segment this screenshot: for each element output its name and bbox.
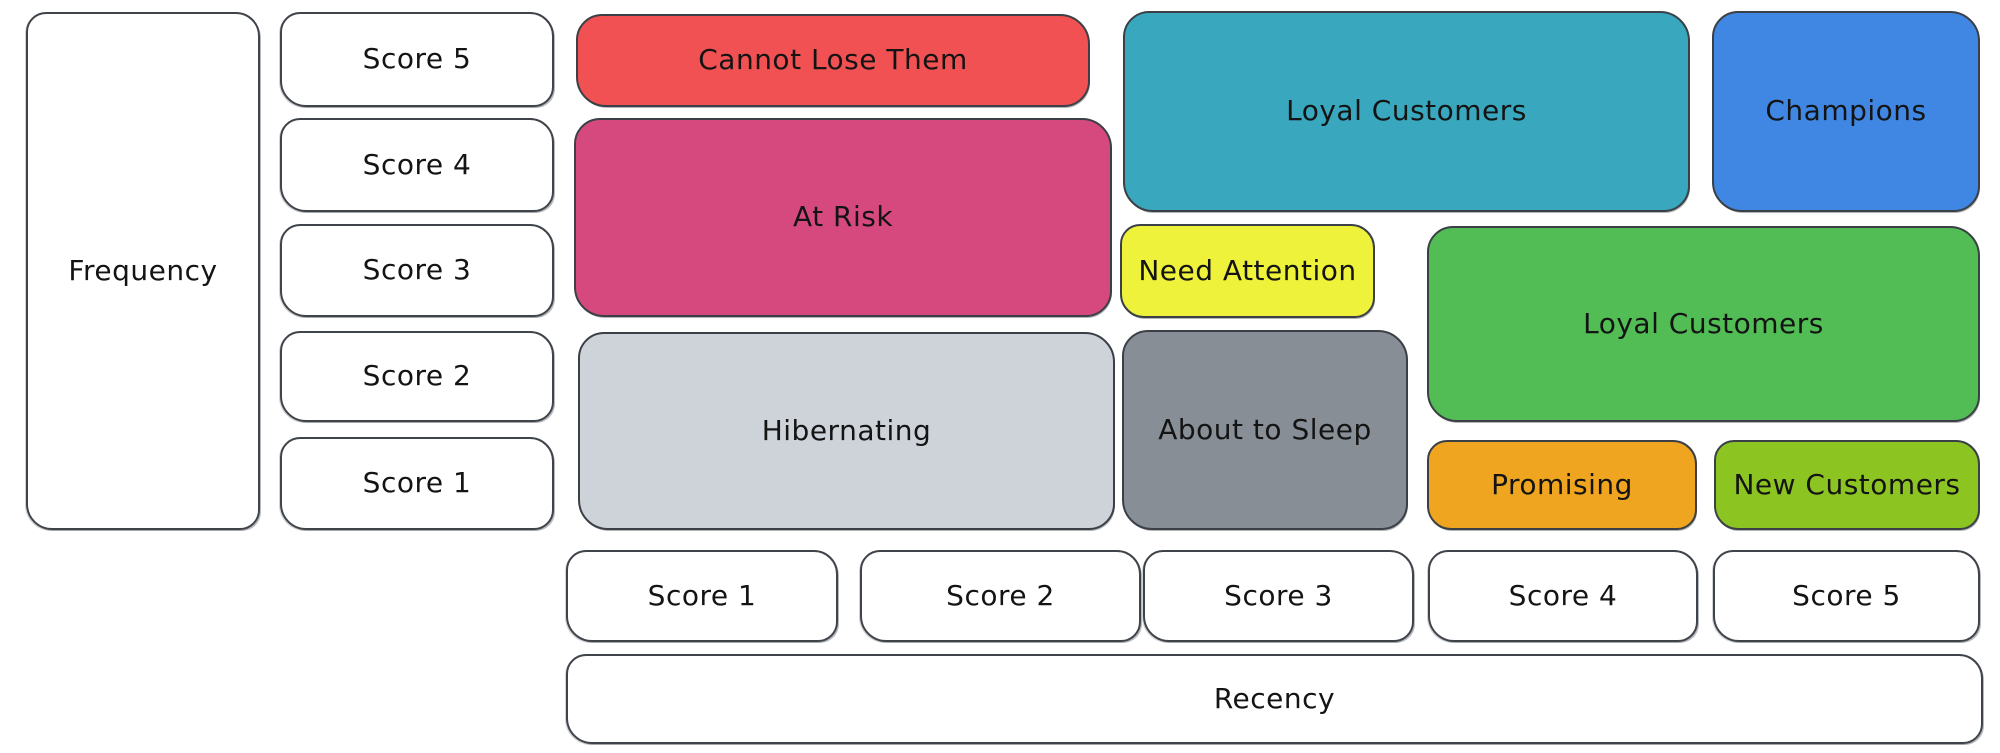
recency-score-2-box: Score 2: [860, 550, 1141, 642]
frequency-score-5-label: Score 5: [362, 42, 472, 76]
recency-score-4-box: Score 4: [1428, 550, 1698, 642]
recency-score-5-label: Score 5: [1792, 578, 1901, 612]
segment-need-attention: Need Attention: [1120, 224, 1375, 318]
segment-need-attention-label: Need Attention: [1138, 253, 1357, 287]
frequency-score-3-box: Score 3: [280, 224, 554, 317]
recency-score-4-label: Score 4: [1508, 578, 1618, 612]
segment-at-risk-label: At Risk: [792, 200, 894, 234]
segment-cannot-lose-them: Cannot Lose Them: [576, 14, 1090, 107]
segment-hibernating: Hibernating: [578, 332, 1115, 530]
frequency-score-5-box: Score 5: [280, 12, 554, 107]
recency-score-2-label: Score 2: [946, 578, 1055, 612]
frequency-score-2-label: Score 2: [362, 359, 472, 393]
segment-hibernating-label: Hibernating: [761, 413, 932, 447]
segment-new-customers: New Customers: [1714, 440, 1980, 530]
recency-score-1-box: Score 1: [566, 550, 838, 642]
segment-loyal-customers-teal-label: Loyal Customers: [1286, 94, 1527, 128]
x-axis-label-box: Recency: [566, 654, 1983, 744]
segment-loyal-customers-green-label: Loyal Customers: [1583, 306, 1824, 340]
segment-promising: Promising: [1427, 440, 1697, 530]
recency-score-1-label: Score 1: [647, 578, 757, 612]
segment-about-to-sleep-label: About to Sleep: [1158, 412, 1372, 446]
frequency-score-4-box: Score 4: [280, 118, 554, 212]
y-axis-label: Frequency: [68, 253, 218, 287]
segment-champions-label: Champions: [1765, 94, 1927, 128]
segment-at-risk: At Risk: [574, 118, 1112, 317]
y-axis-label-box: Frequency: [26, 12, 260, 530]
frequency-score-3-label: Score 3: [362, 253, 472, 287]
segment-new-customers-label: New Customers: [1733, 467, 1961, 501]
segment-cannot-lose-them-label: Cannot Lose Them: [698, 43, 968, 77]
segment-loyal-customers-teal: Loyal Customers: [1123, 11, 1690, 212]
recency-score-3-box: Score 3: [1143, 550, 1414, 642]
recency-score-5-box: Score 5: [1713, 550, 1980, 642]
frequency-score-2-box: Score 2: [280, 331, 554, 422]
x-axis-label: Recency: [1213, 681, 1336, 715]
frequency-score-1-box: Score 1: [280, 437, 554, 530]
frequency-score-4-label: Score 4: [362, 147, 472, 181]
segment-loyal-customers-green: Loyal Customers: [1427, 226, 1980, 422]
segment-champions: Champions: [1712, 11, 1980, 212]
segment-about-to-sleep: About to Sleep: [1122, 330, 1408, 530]
recency-score-3-label: Score 3: [1224, 578, 1333, 612]
frequency-score-1-label: Score 1: [362, 466, 472, 500]
segment-promising-label: Promising: [1491, 467, 1633, 501]
